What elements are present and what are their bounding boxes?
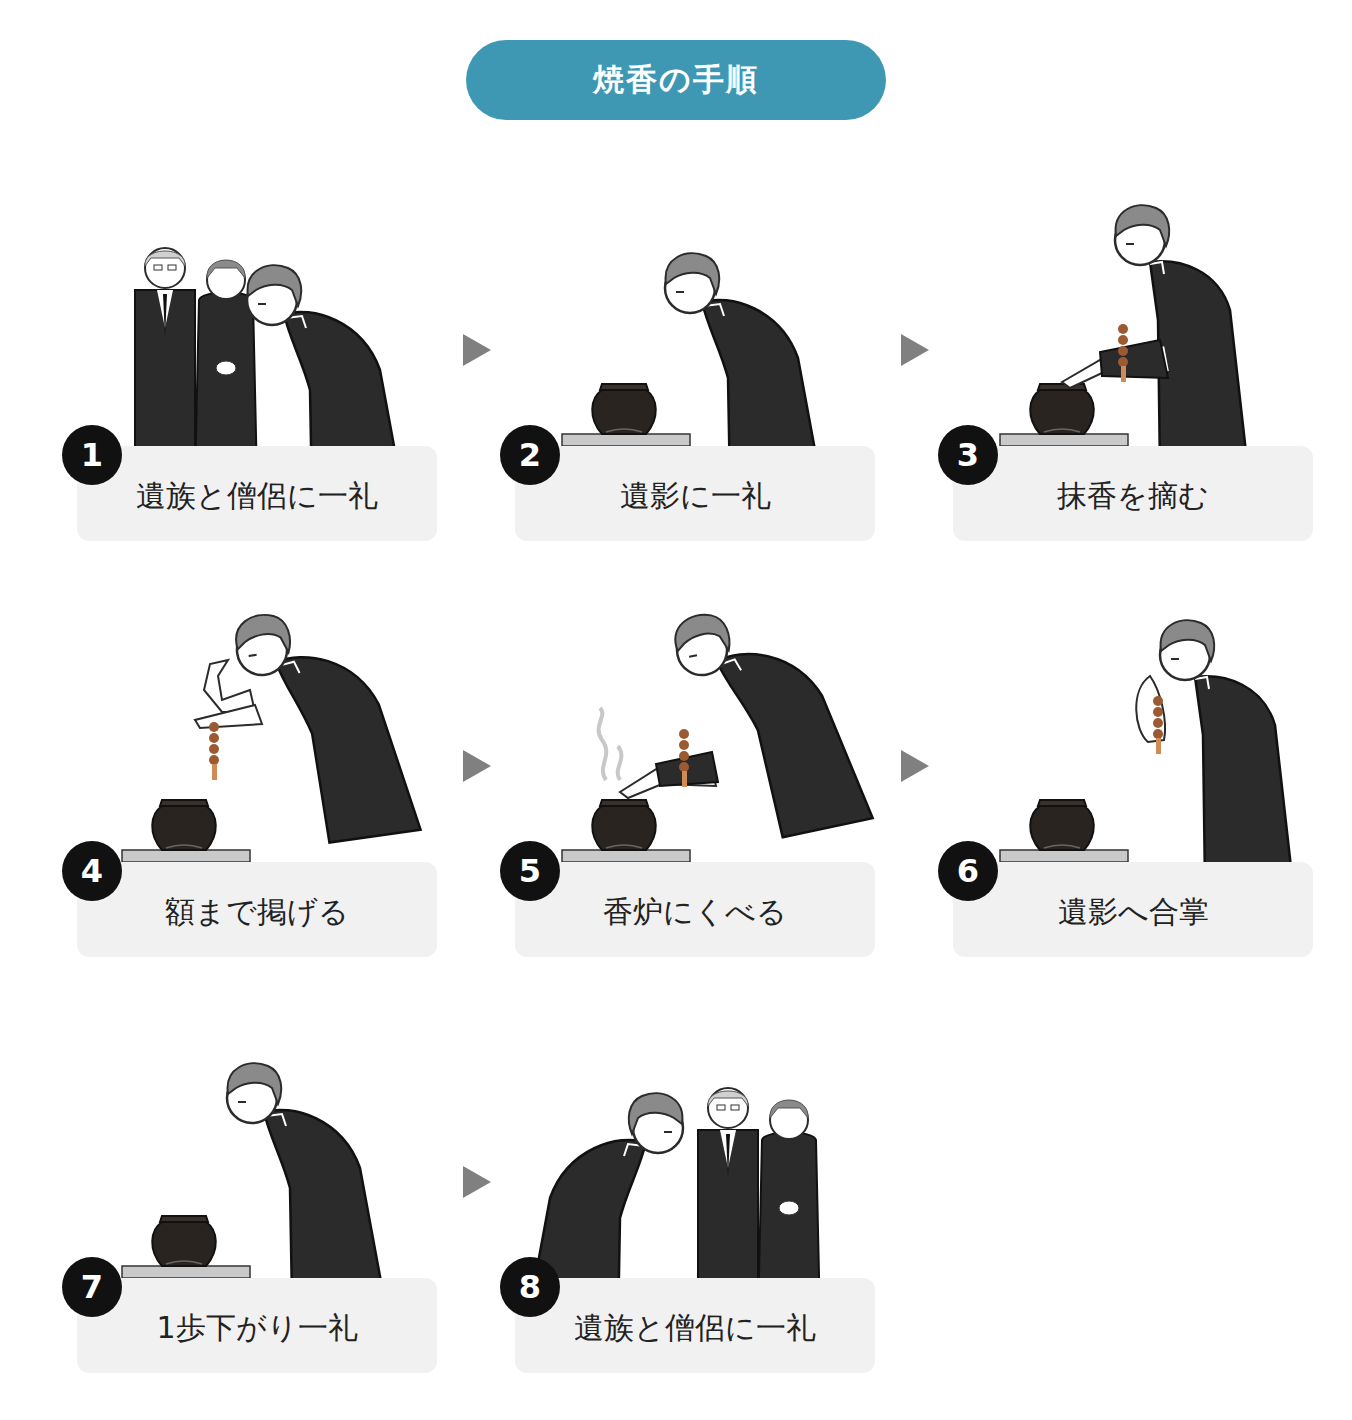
step-label: 遺族と僧侶に一礼: [136, 470, 378, 517]
step-panel: 額まで掲げる: [77, 616, 437, 957]
callout-number-text: 5: [519, 852, 541, 890]
callout-number: 2: [500, 425, 560, 485]
callout-number: 5: [500, 841, 560, 901]
step-label-box: 遺族と僧侶に一礼: [515, 1278, 875, 1373]
step-panel: 遺族と僧侶に一礼: [77, 200, 437, 541]
step-label: 香炉にくべる: [603, 886, 787, 933]
panel-3-art: [1000, 205, 1248, 470]
panel-6-art: [1000, 620, 1293, 885]
callout-number: 7: [62, 1257, 122, 1317]
callout-number: 3: [938, 425, 998, 485]
panel-5-art: [562, 589, 873, 862]
step-panel: 1歩下がり一礼: [77, 1032, 437, 1373]
callout-number: 6: [938, 841, 998, 901]
step-label-box: 遺影へ合掌: [953, 862, 1313, 957]
flow-arrow: [437, 1182, 515, 1183]
flow-arrow: [875, 766, 953, 767]
step-label: 1歩下がり一礼: [156, 1302, 357, 1349]
callout-number-text: 7: [81, 1268, 103, 1306]
step-label-box: 抹香を摘む: [953, 446, 1313, 541]
callout-number: 8: [500, 1257, 560, 1317]
callout-number-text: 8: [519, 1268, 541, 1306]
step-label-box: 額まで掲げる: [77, 862, 437, 957]
step-panel: 遺影へ合掌: [953, 616, 1313, 957]
flow-arrow: [875, 350, 953, 351]
step-label: 遺族と僧侶に一礼: [574, 1302, 816, 1349]
callout-number: 4: [62, 841, 122, 901]
step-label-box: 1歩下がり一礼: [77, 1278, 437, 1373]
step-label: 遺影に一礼: [620, 470, 771, 517]
step-panel: 香炉にくべる: [515, 616, 875, 957]
step-panel: 抹香を摘む: [953, 200, 1313, 541]
step-label-box: 遺影に一礼: [515, 446, 875, 541]
step-label-box: 遺族と僧侶に一礼: [77, 446, 437, 541]
callout-number: 1: [62, 425, 122, 485]
callout-number-text: 3: [957, 436, 979, 474]
panel-7-art: [122, 1063, 384, 1298]
callout-number-text: 6: [957, 852, 979, 890]
title-pill: 焼香の手順: [466, 40, 886, 120]
step-label: 遺影へ合掌: [1058, 886, 1209, 933]
flow-arrow: [437, 350, 515, 351]
callout-number-text: 4: [81, 852, 103, 890]
step-label: 抹香を摘む: [1057, 470, 1209, 517]
step-label-box: 香炉にくべる: [515, 862, 875, 957]
title-text: 焼香の手順: [593, 59, 759, 101]
flow-arrow: [437, 766, 515, 767]
step-label: 額まで掲げる: [165, 886, 349, 933]
step-panel: 遺影に一礼: [515, 200, 875, 541]
callout-number-text: 1: [81, 436, 103, 474]
step-panel: 遺族と僧侶に一礼: [515, 1032, 875, 1373]
panel-4-art: [122, 597, 421, 862]
callout-number-text: 2: [519, 436, 541, 474]
